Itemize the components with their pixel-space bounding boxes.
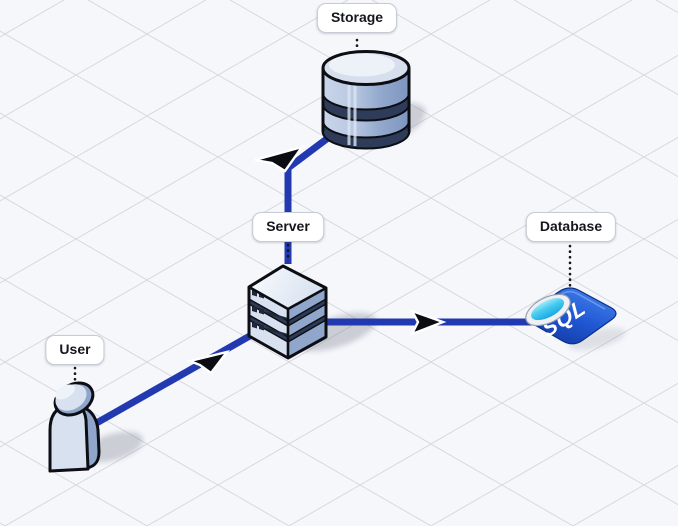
cylinder-top-highlight [329, 53, 395, 77]
arrow-to-database-icon [409, 308, 447, 337]
arrow-to-server-icon [186, 350, 231, 375]
cylinder-band [322, 120, 410, 150]
label-leader-dots [73, 38, 572, 384]
flow-arrows [186, 144, 447, 375]
connector-user-server[interactable] [84, 329, 257, 433]
server-rack-icon[interactable] [247, 264, 328, 360]
node-label-storage[interactable]: Storage [316, 3, 398, 33]
sql-database-icon[interactable]: SQL [521, 287, 617, 345]
arrow-to-storage-icon [254, 144, 305, 173]
storage-cylinder-icon[interactable] [321, 50, 411, 150]
sql-disc-ring [525, 293, 571, 327]
node-label-database[interactable]: Database [525, 212, 617, 242]
database-shadow [568, 327, 626, 351]
node-label-server[interactable]: Server [252, 212, 324, 242]
person-icon[interactable] [48, 377, 101, 473]
node-label-user[interactable]: User [45, 335, 105, 365]
head-highlight [54, 384, 76, 400]
